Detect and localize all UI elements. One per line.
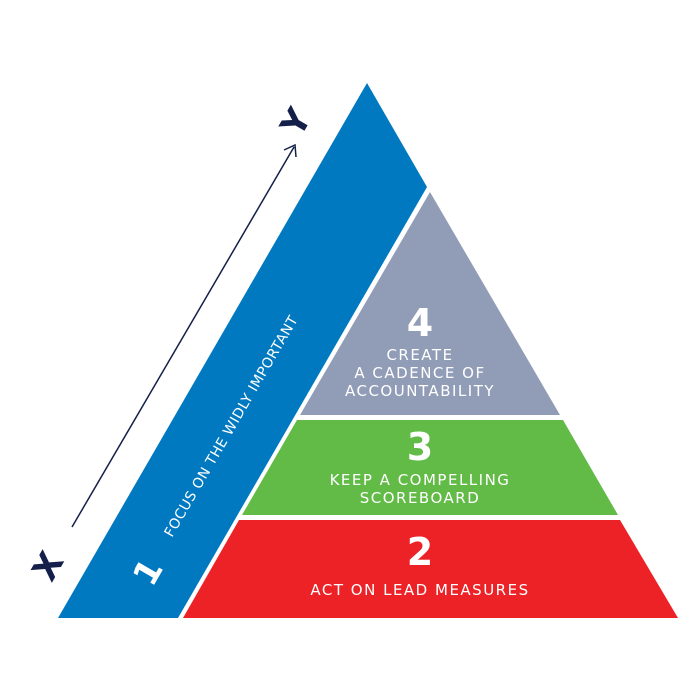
level-3-number: 3 [407,425,433,469]
level-4-number: 4 [407,301,433,345]
level-1-strip [58,83,427,618]
level-4-label-line-2: A CADENCE OF [354,364,485,382]
level-2-band [183,520,678,618]
axis-end-label: Y [272,102,320,145]
level-4-label-line-3: ACCOUNTABILITY [345,382,495,400]
level-3-label-line-1: KEEP A COMPELLING [330,471,511,489]
level-3-label-line-2: SCOREBOARD [360,489,481,507]
axis-arrowhead-icon [283,143,297,158]
level-4-triangle [300,192,560,415]
level-2-label: ACT ON LEAD MEASURES [310,581,529,599]
level-2-number: 2 [407,530,433,574]
level-4-label-line-1: CREATE [386,346,453,364]
axis-start-label: X [25,545,73,588]
axis-arrow-line [71,146,295,528]
level-3-band [242,420,618,515]
